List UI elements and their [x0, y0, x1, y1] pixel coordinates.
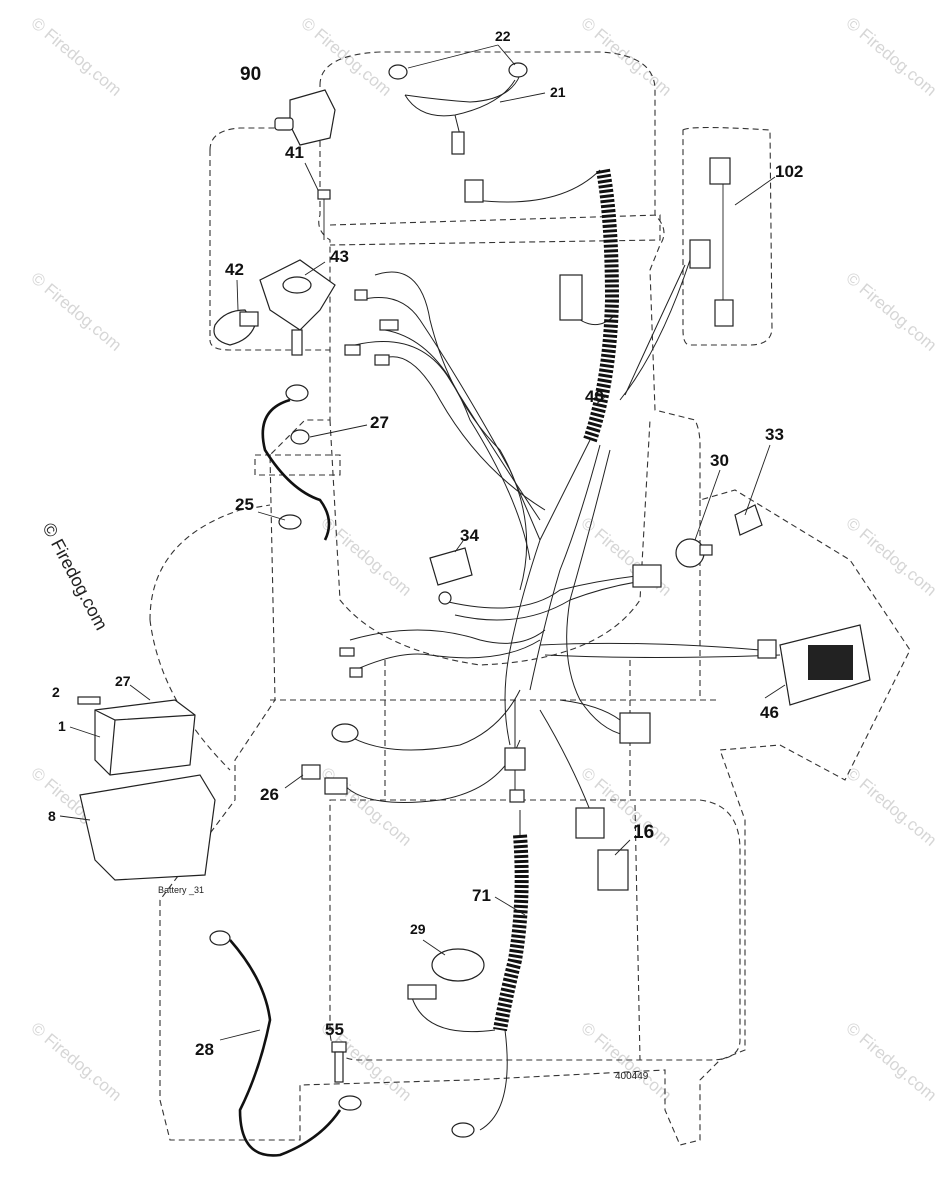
connector-right-lower	[619, 712, 651, 744]
callout-71: 71	[472, 886, 491, 905]
connector-mid-left	[559, 274, 583, 321]
ring-terminal-upper	[285, 384, 309, 402]
ring-terminal-mid	[331, 723, 359, 743]
terminals-small	[344, 289, 399, 366]
fuse-26	[301, 764, 348, 795]
switch-34	[429, 547, 473, 605]
connector-lower-right	[575, 807, 605, 839]
watermark: © Firedog.com	[842, 514, 940, 600]
callout-16: 16	[633, 822, 654, 843]
wire-loom-71	[493, 834, 529, 1032]
connector-upper-left	[464, 179, 484, 203]
callout-43: 43	[330, 247, 349, 266]
callout-42: 42	[225, 260, 244, 279]
callout-8: 8	[48, 808, 56, 824]
watermark-main: © Firedog.com	[38, 519, 111, 633]
callout-90: 90	[240, 64, 261, 85]
sensor-30	[675, 538, 713, 568]
callout-102: 102	[775, 162, 803, 181]
callout-28: 28	[195, 1040, 214, 1059]
footrest-left	[254, 454, 341, 476]
battery-tray-8	[79, 774, 216, 881]
callout-30: 30	[710, 451, 729, 470]
horn-29	[407, 948, 485, 1000]
watermark: © Firedog.com	[842, 269, 940, 355]
callout-27-upper: 27	[370, 413, 389, 432]
terminals-left-mid	[339, 647, 363, 678]
callout-55: 55	[325, 1020, 344, 1039]
callout-2: 2	[52, 684, 60, 700]
watermark: © Firedog.com	[842, 764, 940, 850]
harness-102	[689, 157, 734, 327]
chassis-outline	[149, 51, 911, 1146]
hood-outline	[159, 51, 911, 1146]
bolt-55	[331, 1041, 347, 1083]
battery-1	[94, 699, 196, 776]
relay-16	[597, 849, 629, 891]
callout-21: 21	[550, 84, 566, 100]
callout-46: 46	[760, 703, 779, 722]
watermark: © Firedog.com	[27, 1019, 125, 1105]
callout-29: 29	[410, 921, 426, 937]
wire-loom-40	[583, 168, 620, 443]
watermark: © Firedog.com	[317, 514, 415, 600]
callout-34: 34	[460, 526, 479, 545]
callout-labels: 90 41 42 43 22 21 102 40 27 25 34 30 33 …	[48, 28, 803, 1082]
connector-21	[451, 131, 465, 155]
cable-28	[229, 939, 342, 1157]
watermark: © Firedog.com	[317, 764, 415, 850]
battery-note: Battery _31	[158, 885, 204, 895]
callout-1: 1	[58, 718, 66, 734]
seat-area-outline	[209, 127, 330, 351]
headlight-bulb-right-22	[508, 62, 528, 78]
dash-panel	[329, 214, 661, 246]
ring-terminal-71	[451, 1122, 475, 1138]
watermark: © Firedog.com	[842, 1019, 940, 1105]
center-tunnel	[329, 419, 651, 666]
wire-harness	[339, 74, 781, 1131]
ring-terminal-28-top	[209, 930, 231, 946]
connector-center-right	[632, 564, 662, 588]
nut-27	[290, 429, 310, 445]
solenoid-43	[259, 259, 336, 356]
bolt-2	[77, 696, 101, 705]
watermark: © Firedog.com	[577, 1019, 675, 1105]
switch-33	[734, 504, 763, 536]
right-side-frame	[634, 500, 701, 1061]
callout-25: 25	[235, 495, 254, 514]
upper-frame	[682, 126, 773, 346]
boot-42	[213, 309, 259, 346]
watermark: © Firedog.com	[27, 269, 125, 355]
callout-27-battery: 27	[115, 673, 131, 689]
watermark: © Firedog.com	[27, 14, 125, 100]
ring-terminal-25	[278, 514, 302, 530]
callout-40: 40	[585, 387, 604, 406]
leader-lines	[59, 44, 786, 1041]
connector-center-lower	[504, 747, 526, 803]
callout-33: 33	[765, 425, 784, 444]
left-panel-outline	[149, 504, 271, 771]
ring-terminal-28-bottom	[338, 1095, 362, 1111]
cable-25	[261, 398, 331, 541]
bolt-41	[317, 189, 331, 240]
callout-22: 22	[495, 28, 511, 44]
watermark: © Firedog.com	[842, 14, 940, 100]
callout-41: 41	[285, 143, 304, 162]
ignition-switch-90	[274, 89, 336, 146]
headlight-bulb-left-22	[388, 64, 408, 80]
diagram-code: 400449	[615, 1071, 649, 1082]
module-46	[757, 624, 871, 706]
callout-26: 26	[260, 785, 279, 804]
